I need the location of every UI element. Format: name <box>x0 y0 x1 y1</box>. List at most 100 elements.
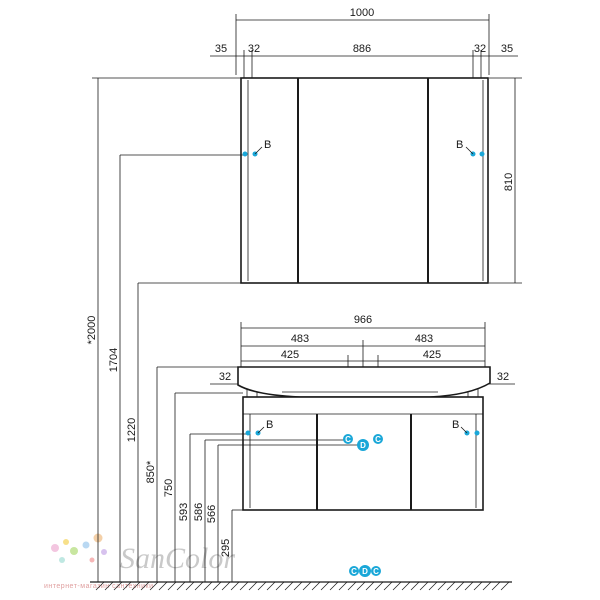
floor-hatch <box>95 581 510 591</box>
floor-hatch-stroke <box>167 581 177 591</box>
height-dimensions: *2000 1704 1220 850* 750 593 586 566 295 <box>86 77 243 582</box>
connector-c-right-label: C <box>375 435 381 444</box>
mirror-right-point-2 <box>479 151 485 157</box>
floor-hatch-stroke <box>500 581 510 591</box>
vanity-left-point <box>245 430 251 436</box>
vanity-markers: B B C D C <box>190 419 480 451</box>
floor-hatch-stroke <box>149 581 159 591</box>
sink-top <box>237 366 491 398</box>
dim-right-side: 32 <box>474 43 486 55</box>
floor-hatch-stroke <box>176 581 186 591</box>
dim-height-1704: 1704 <box>108 348 120 372</box>
floor-hatch-stroke <box>302 581 312 591</box>
dim-height-586: 586 <box>193 503 205 521</box>
connector-c-left <box>343 434 353 444</box>
floor-hatch-stroke <box>437 581 447 591</box>
connector-c-left-label: C <box>345 435 351 444</box>
vanity-right-b-label: B <box>452 419 459 431</box>
dim-height-850: 850* <box>145 460 157 483</box>
dim-height-295: 295 <box>220 539 232 557</box>
dim-right-half: 483 <box>415 333 433 345</box>
watermark-tagline: интернет-магазин сантехники <box>44 583 153 590</box>
floor-hatch-stroke <box>455 581 465 591</box>
dim-overall-width: 1000 <box>350 7 374 19</box>
floor-hatch-stroke <box>131 581 141 591</box>
floor-hatch-stroke <box>329 581 339 591</box>
dim-right-offset: 35 <box>501 43 513 55</box>
floor-hatch-stroke <box>428 581 438 591</box>
connector-c-right <box>373 434 383 444</box>
dim-height-750: 750 <box>163 479 175 497</box>
floor-hatch-stroke <box>95 581 105 591</box>
floor-hatch-stroke <box>365 581 375 591</box>
floor-connector-c-right-label: C <box>373 567 379 576</box>
dim-height-566: 566 <box>206 505 218 523</box>
floor-hatch-stroke <box>419 581 429 591</box>
floor-hatch-stroke <box>203 581 213 591</box>
mirror-right-b-label: B <box>456 139 463 151</box>
floor-hatch-stroke <box>311 581 321 591</box>
floor-hatch-stroke <box>194 581 204 591</box>
floor-hatch-stroke <box>464 581 474 591</box>
floor-hatch-stroke <box>293 581 303 591</box>
floor-hatch-stroke <box>374 581 384 591</box>
floor <box>90 581 512 591</box>
floor-hatch-stroke <box>248 581 258 591</box>
floor-hatch-stroke <box>491 581 501 591</box>
watermark-dots <box>51 533 107 563</box>
floor-connector-d-label: D <box>362 567 368 576</box>
floor-hatch-stroke <box>392 581 402 591</box>
floor-hatch-stroke <box>221 581 231 591</box>
dim-height-2000: *2000 <box>86 316 98 345</box>
floor-connector-c-right <box>371 566 381 576</box>
watermark: SanColor интернет-магазин сантехники <box>44 533 235 590</box>
dim-vanity-width: 966 <box>354 314 372 326</box>
floor-connector-c-left-label: C <box>351 567 357 576</box>
floor-hatch-stroke <box>113 581 123 591</box>
mirror-left-point <box>242 151 248 157</box>
vanity-cabinet <box>242 396 484 511</box>
floor-hatch-stroke <box>257 581 267 591</box>
watermark-brand: SanColor <box>120 542 235 575</box>
floor-hatch-stroke <box>104 581 114 591</box>
floor-hatch-stroke <box>446 581 456 591</box>
floor-hatch-stroke <box>212 581 222 591</box>
dim-mirror-height: 810 <box>503 173 515 191</box>
vanity-right-point-2 <box>474 430 480 436</box>
floor-hatch-stroke <box>473 581 483 591</box>
dim-left-inner: 425 <box>281 349 299 361</box>
floor-hatch-stroke <box>482 581 492 591</box>
floor-hatch-stroke <box>284 581 294 591</box>
dim-left-side: 32 <box>248 43 260 55</box>
floor-hatch-stroke <box>230 581 240 591</box>
floor-hatch-stroke <box>122 581 132 591</box>
dim-left-offset: 35 <box>215 43 227 55</box>
floor-hatch-stroke <box>275 581 285 591</box>
mirror-cabinet <box>240 77 489 284</box>
dim-right-inner: 425 <box>423 349 441 361</box>
floor-hatch-stroke <box>320 581 330 591</box>
connector-d <box>357 439 369 451</box>
connector-d-label: D <box>360 441 366 450</box>
vanity-left-b-label: B <box>266 419 273 431</box>
floor-hatch-stroke <box>347 581 357 591</box>
dim-inner-width: 886 <box>353 43 371 55</box>
floor-hatch-stroke <box>356 581 366 591</box>
floor-connector-c-left <box>349 566 359 576</box>
floor-hatch-stroke <box>185 581 195 591</box>
floor-hatch-stroke <box>140 581 150 591</box>
dim-left-half: 483 <box>291 333 309 345</box>
dim-vanity-left-32a: 32 <box>219 371 231 383</box>
dim-vanity-right-32b: 32 <box>497 371 509 383</box>
dim-height-593: 593 <box>178 503 190 521</box>
floor-hatch-stroke <box>158 581 168 591</box>
floor-connectors: C D C <box>349 565 381 577</box>
mirror-left-b-label: B <box>264 139 271 151</box>
floor-hatch-stroke <box>410 581 420 591</box>
mirror-b-markers: B B <box>120 139 485 157</box>
floor-connector-d <box>359 565 371 577</box>
floor-hatch-stroke <box>338 581 348 591</box>
floor-hatch-stroke <box>239 581 249 591</box>
floor-hatch-stroke <box>266 581 276 591</box>
